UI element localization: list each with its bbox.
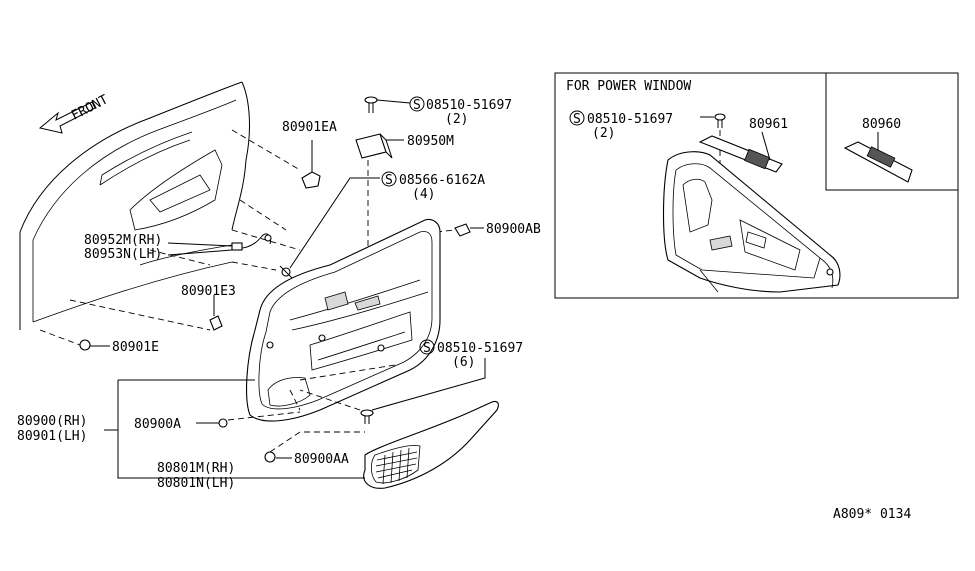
callout-80900-rh: 80900(RH) xyxy=(17,414,87,429)
callout-80901ea: 80901EA xyxy=(282,120,337,135)
clip-80901e3 xyxy=(209,295,223,331)
pocket-80950m xyxy=(355,133,404,300)
callout-screw-top-qty: (2) xyxy=(445,112,468,127)
inset-screw-symbol: S xyxy=(573,112,581,127)
callout-80901-lh: 80901(LH) xyxy=(17,429,87,444)
clip-80901e xyxy=(79,339,110,351)
screw-low-symbol: S xyxy=(423,341,431,356)
door-trim-panel xyxy=(246,218,441,422)
callout-80900aa: 80900AA xyxy=(294,452,349,467)
callout-80960: 80960 xyxy=(862,117,901,132)
callout-80952m: 80952M(RH) xyxy=(84,233,162,248)
clip-80900aa xyxy=(264,431,365,463)
screw-low-callout: S 08510-51697 (6) xyxy=(419,339,523,370)
callout-screw-low: 08510-51697 xyxy=(437,341,523,356)
callout-screw-mid: 08566-6162A xyxy=(399,173,485,188)
screw-top-callout: S 08510-51697 (2) xyxy=(409,96,512,127)
callout-80961: 80961 xyxy=(749,117,788,132)
callout-80900a: 80900A xyxy=(134,417,181,432)
callout-inset-screw-qty: (2) xyxy=(592,126,615,141)
callout-80801m: 80801M(RH) xyxy=(157,461,235,476)
leader-80952m xyxy=(167,242,233,247)
callout-inset-screw: 08510-51697 xyxy=(587,112,673,127)
callout-screw-mid-qty: (4) xyxy=(412,187,435,202)
screw-mid-icon xyxy=(279,177,380,279)
callout-80900ab: 80900AB xyxy=(486,222,541,237)
screw-top-symbol: S xyxy=(413,98,421,113)
callout-screw-top: 08510-51697 xyxy=(426,98,512,113)
front-label: FRONT xyxy=(69,92,111,123)
clip-80900ab xyxy=(435,223,484,237)
screw-top-icon xyxy=(364,96,411,113)
inset-title: FOR POWER WINDOW xyxy=(566,79,691,94)
callout-80801n: 80801N(LH) xyxy=(157,476,235,491)
leader-80953n xyxy=(167,249,233,256)
callout-80901e3: 80901E3 xyxy=(181,284,236,299)
assembly-brackets xyxy=(104,379,365,479)
screw-low-icon xyxy=(299,358,486,424)
wire-harness-80952m xyxy=(231,233,272,251)
power-window-inset xyxy=(554,72,959,299)
clip-80900a xyxy=(196,411,301,428)
screw-mid-callout: S 08566-6162A (4) xyxy=(381,171,485,202)
callout-80953n: 80953N(LH) xyxy=(84,247,162,262)
diagram-code: A809* 0134 xyxy=(833,507,911,522)
front-arrow-icon xyxy=(38,101,96,134)
door-inner-panel xyxy=(19,81,250,330)
inset-screw-callout: S 08510-51697 (2) xyxy=(569,110,673,141)
screw-mid-symbol: S xyxy=(385,173,393,188)
callout-80901e: 80901E xyxy=(112,340,159,355)
callout-80950m: 80950M xyxy=(407,134,454,149)
clip-80901ea xyxy=(301,140,321,189)
speaker-grille-panel xyxy=(363,400,499,489)
callout-screw-low-qty: (6) xyxy=(452,355,475,370)
